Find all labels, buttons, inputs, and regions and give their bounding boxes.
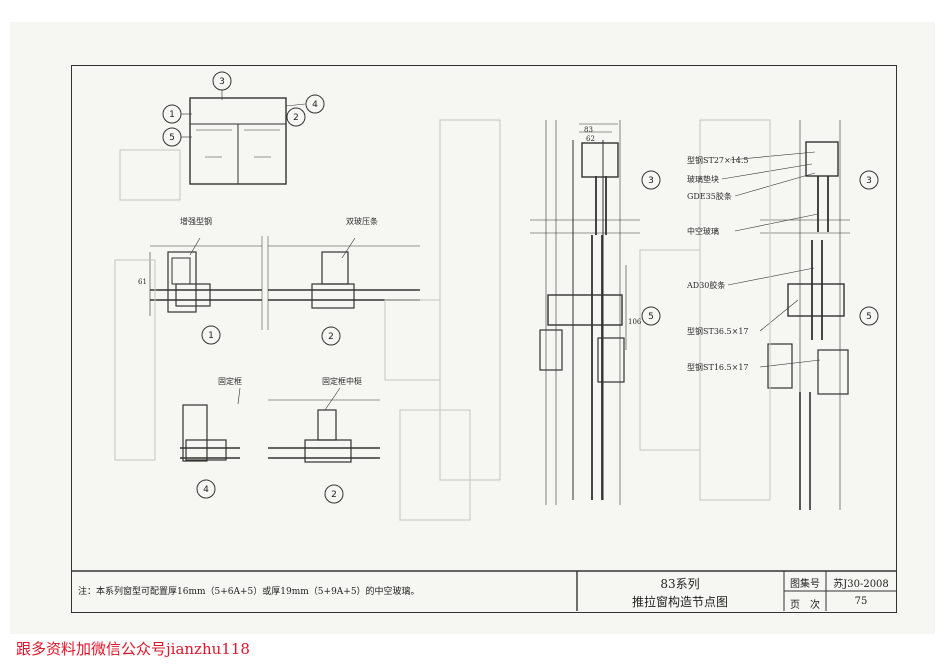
dim-83: 83 (584, 126, 593, 134)
svg-text:1: 1 (208, 331, 214, 341)
svg-text:5: 5 (648, 312, 654, 322)
label-reinforced-steel: 增强型钢 (180, 217, 212, 226)
drawing-sheet (10, 22, 935, 634)
atlas-number-value: 苏J30-2008 (833, 579, 889, 590)
svg-text:5: 5 (866, 312, 872, 322)
dim-61: 61 (138, 278, 147, 286)
svg-text:4: 4 (312, 100, 318, 110)
label-steel-36: 型钢ST36.5×17 (687, 327, 749, 336)
svg-text:5: 5 (169, 133, 175, 143)
label-steel-27: 型钢ST27×14.5 (687, 156, 749, 165)
svg-text:1: 1 (169, 110, 175, 120)
callout-3-top: 3 (219, 77, 225, 87)
drawing-title: 推拉窗构造节点图 (631, 595, 728, 609)
dim-106: 106 (628, 318, 642, 326)
label-insulating-glass: 中空玻璃 (687, 227, 719, 236)
svg-text:2: 2 (331, 490, 337, 500)
svg-text:2: 2 (328, 332, 334, 342)
svg-text:4: 4 (203, 485, 209, 495)
svg-text:2: 2 (293, 113, 299, 123)
svg-text:3: 3 (866, 176, 872, 186)
page-number-value: 75 (854, 596, 868, 607)
label-ad30: AD30胶条 (687, 281, 726, 290)
drawing-frame (71, 65, 897, 613)
label-gde35: GDE35胶条 (687, 192, 732, 201)
series-label: 83系列 (660, 577, 700, 591)
page-number-label: 页 次 (790, 600, 820, 611)
label-double-glass-bead: 双玻压条 (346, 217, 378, 226)
atlas-number-label: 图集号 (790, 579, 820, 590)
footer-watermark: 跟多资料加微信公众号jianzhu118 (16, 640, 250, 658)
label-glass-pad: 玻璃垫块 (687, 175, 719, 184)
label-fixed-frame: 固定框 (218, 377, 242, 386)
dim-62: 62 (586, 135, 595, 143)
label-fixed-frame-mullion: 固定框中梃 (322, 377, 362, 386)
label-steel-16: 型钢ST16.5×17 (687, 363, 749, 372)
svg-text:3: 3 (648, 176, 654, 186)
title-note: 注：本系列窗型可配置厚16mm（5+6A+5）或厚19mm（5+9A+5）的中空… (78, 587, 420, 597)
